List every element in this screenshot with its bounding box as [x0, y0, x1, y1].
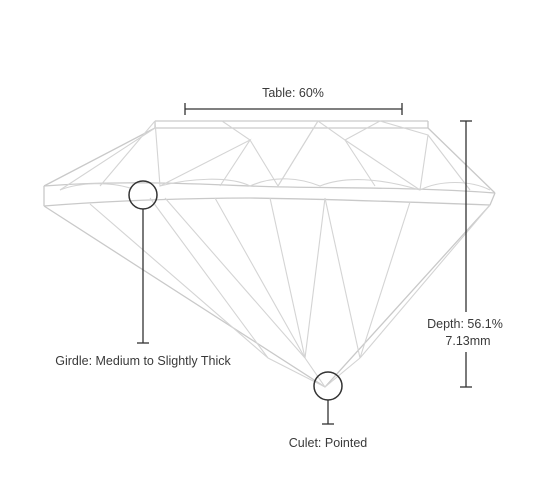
table-label: Table: 60% — [262, 86, 324, 100]
depth-mm-label: 7.13mm — [445, 334, 490, 348]
depth-percent-label: Depth: 56.1% — [427, 317, 503, 331]
crown-facets — [59, 120, 491, 191]
girdle-band — [43, 186, 496, 206]
culet-circle — [313, 371, 343, 401]
culet-marker: Culet: Pointed — [289, 371, 368, 450]
girdle-circle — [128, 180, 158, 210]
crown-outline — [43, 127, 496, 194]
girdle-marker: Girdle: Medium to Slightly Thick — [55, 180, 232, 368]
culet-label: Culet: Pointed — [289, 436, 368, 450]
table-measurement: Table: 60% — [184, 86, 403, 115]
depth-measurement: Depth: 56.1% 7.13mm — [424, 120, 508, 388]
pavilion-facets — [89, 197, 491, 388]
girdle-label: Girdle: Medium to Slightly Thick — [55, 354, 231, 368]
girdle-bottom-edge — [43, 197, 491, 207]
